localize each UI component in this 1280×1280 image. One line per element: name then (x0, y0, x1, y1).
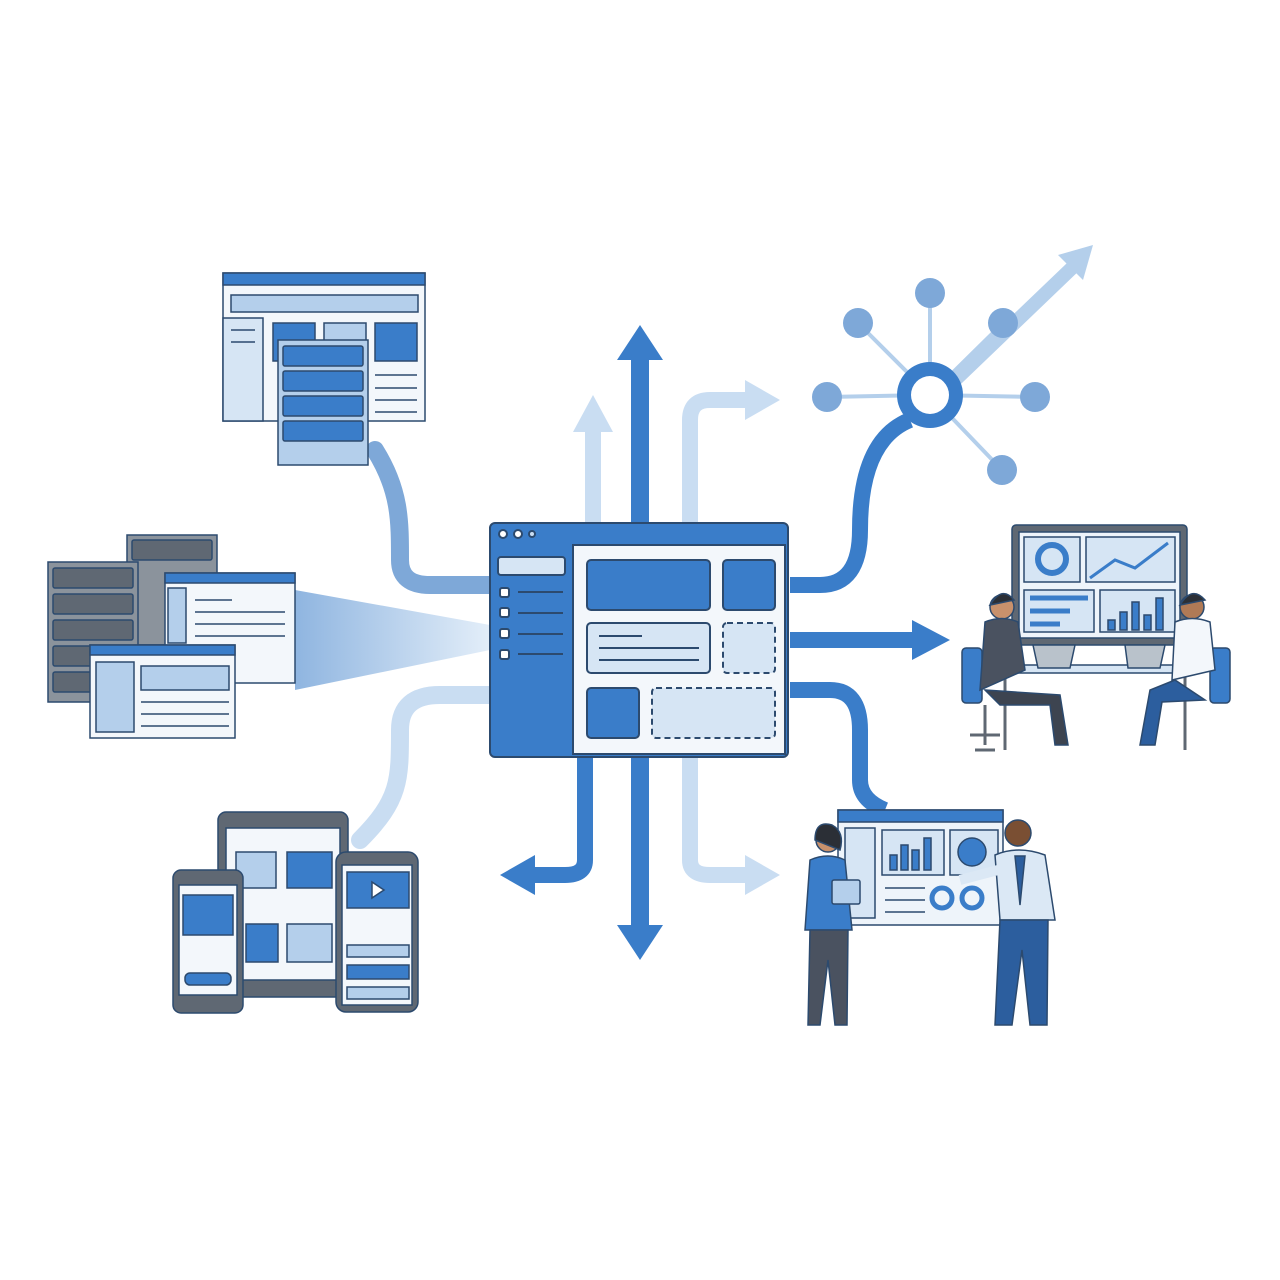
connector-network (790, 412, 914, 593)
arrow-right-light (745, 380, 780, 420)
web-app-stack-icon (222, 272, 426, 466)
connector-devices (351, 686, 504, 849)
presentation-icon (804, 809, 1056, 1026)
server-rack-icon (47, 534, 296, 739)
arrow-up-head (617, 325, 663, 360)
output-arrows (500, 325, 950, 960)
dashboard-window-icon (489, 522, 789, 758)
connector-web-app (366, 441, 504, 594)
connector-presentation (790, 682, 889, 818)
arrow-right (912, 620, 950, 660)
network-growth-icon (812, 245, 1093, 485)
arrow-right-light-lower (745, 855, 780, 895)
arrow-left (500, 855, 535, 895)
devices-icon (172, 811, 419, 1014)
analytics-meeting-icon (961, 524, 1231, 752)
input-connectors (295, 441, 504, 849)
connector-servers (295, 590, 490, 690)
arrow-up-light (573, 395, 613, 432)
arrow-down-head (617, 925, 663, 960)
